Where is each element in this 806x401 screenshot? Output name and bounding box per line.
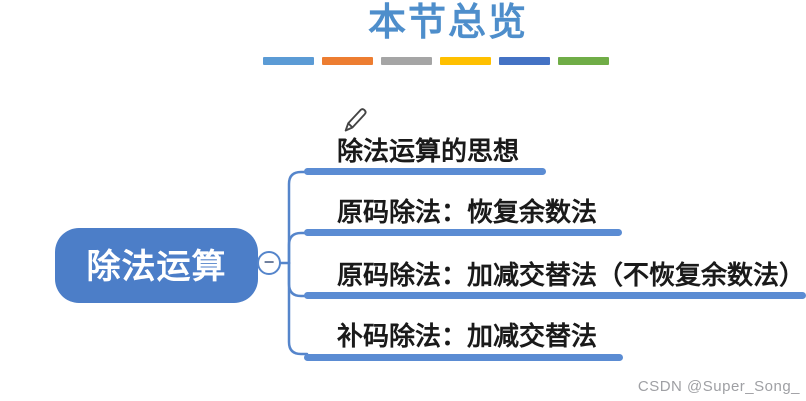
- branch-label: 原码除法：恢复余数法: [337, 197, 598, 227]
- accent-bar-row: [263, 57, 609, 65]
- accent-bar: [440, 57, 491, 65]
- accent-bar: [263, 57, 314, 65]
- branch-line: [304, 168, 546, 175]
- root-node[interactable]: 除法运算: [55, 228, 258, 303]
- accent-bar: [558, 57, 609, 65]
- watermark: CSDN @Super_Song_: [637, 378, 800, 395]
- connector-lines: [279, 170, 309, 356]
- accent-bar: [499, 57, 550, 65]
- minus-icon: −: [263, 252, 275, 272]
- branch-line: [304, 354, 623, 361]
- accent-bar: [381, 57, 432, 65]
- branch-line: [304, 229, 622, 236]
- collapse-button[interactable]: −: [257, 251, 281, 275]
- branch-node-complement[interactable]: 补码除法：加减交替法: [304, 316, 623, 361]
- branch-node-restoring[interactable]: 原码除法：恢复余数法: [304, 192, 622, 236]
- branch-line: [304, 292, 806, 299]
- page-title: 本节总览: [368, 2, 529, 44]
- branch-label: 补码除法：加减交替法: [337, 321, 598, 351]
- branch-label: 除法运算的思想: [337, 136, 520, 166]
- accent-bar: [322, 57, 373, 65]
- branch-node-idea[interactable]: 除法运算的思想: [304, 131, 546, 175]
- root-node-label: 除法运算: [86, 248, 227, 286]
- branch-label: 原码除法：加减交替法（不恢复余数法）: [337, 260, 806, 290]
- branch-node-nonrestoring[interactable]: 原码除法：加减交替法（不恢复余数法）: [304, 255, 806, 299]
- pencil-icon: [344, 108, 367, 132]
